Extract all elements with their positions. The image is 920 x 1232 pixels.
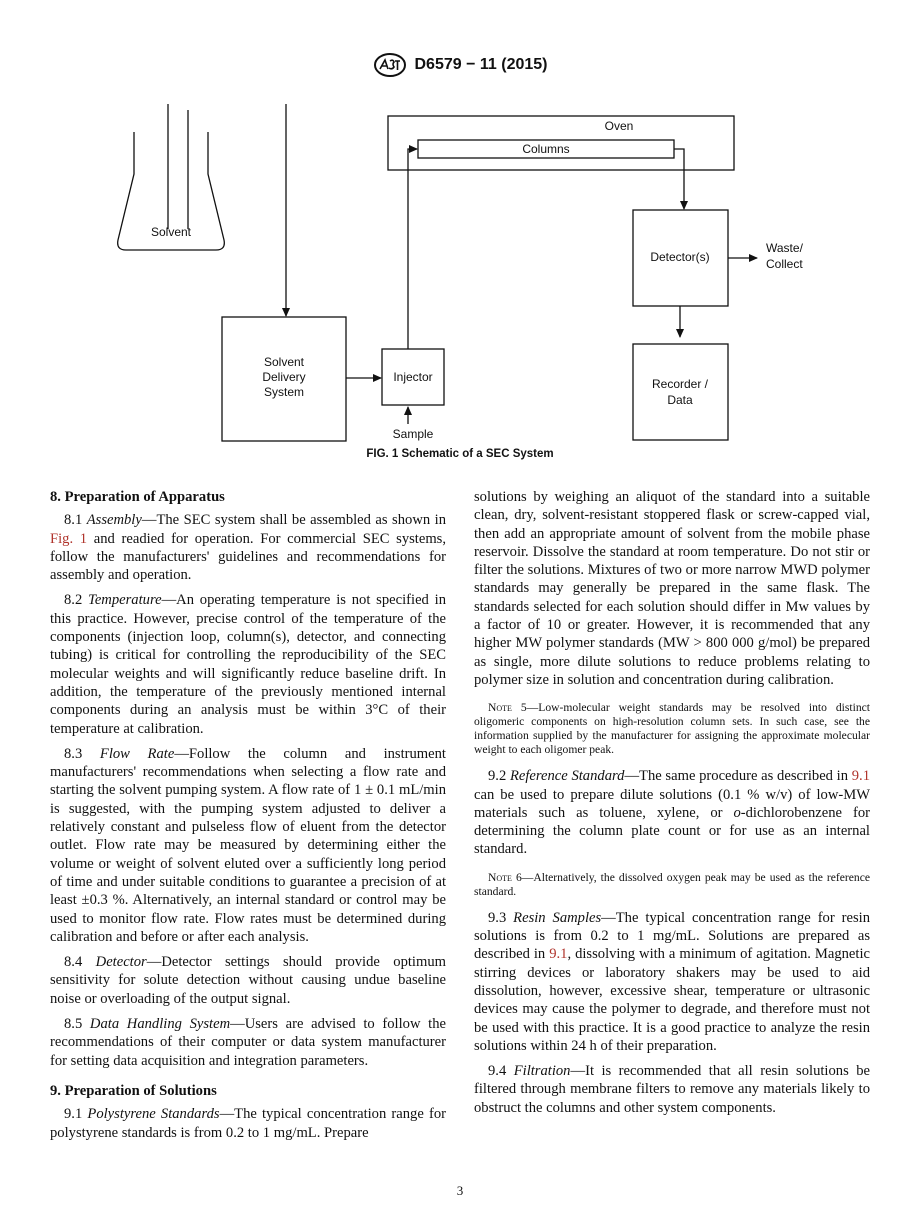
fig-1-link[interactable]: Fig. 1 <box>50 530 88 547</box>
sds-label-3: System <box>264 385 304 399</box>
injector-label: Injector <box>393 370 432 384</box>
right-column: solutions by weighing an aliquot of the … <box>474 488 870 1124</box>
sds-label-2: Delivery <box>262 370 305 384</box>
para-8-2: 8.2 Temperature—An operating temperature… <box>50 592 446 737</box>
para-9-1-continued: solutions by weighing an aliquot of the … <box>474 489 870 688</box>
recorder-label-1: Recorder / <box>652 377 709 391</box>
waste-label: Waste/ <box>766 241 804 255</box>
para-9-3: 9.3 Resin Samples—The typical concentrat… <box>474 909 871 1054</box>
para-8-5: 8.5 Data Handling System—Users are advis… <box>50 1016 446 1069</box>
detector-label: Detector(s) <box>650 250 709 264</box>
recorder-box <box>632 343 729 441</box>
recorder-label-2: Data <box>667 393 693 407</box>
sds-label-1: Solvent <box>264 355 305 369</box>
solvent-line <box>167 104 290 317</box>
note-6: Note 6—Alternatively, the dissolved oxyg… <box>474 870 870 898</box>
left-column: 8. Preparation of Apparatus 8.1 Assembly… <box>50 488 446 1149</box>
columns-to-detector-line <box>674 148 688 210</box>
collect-label: Collect <box>766 257 803 271</box>
para-8-1: 8.1 Assembly—The SEC system shall be ass… <box>50 512 447 584</box>
injector-to-columns-line <box>407 145 418 349</box>
sec-system-schematic: Oven Columns Solvent Solvent Delivery Sy… <box>117 104 804 442</box>
oven-box <box>387 115 735 171</box>
document-header: D6579 − 11 (2015) <box>0 52 920 83</box>
solvent-delivery-box <box>221 316 347 442</box>
columns-label: Columns <box>522 142 569 156</box>
solvent-flask <box>117 132 225 251</box>
figure-caption: FIG. 1 Schematic of a SEC System <box>366 448 554 460</box>
para-8-3: 8.3 Flow Rate—Follow the column and inst… <box>50 745 446 945</box>
astm-logo-icon <box>373 53 406 77</box>
injector-box <box>381 348 445 406</box>
ref-9-1-link-2[interactable]: 9.1 <box>549 946 568 963</box>
para-8-4: 8.4 Detector—Detector settings should pr… <box>50 954 446 1007</box>
section-8-heading: 8. Preparation of Apparatus <box>50 489 225 505</box>
page-number: 3 <box>456 1183 464 1198</box>
para-9-4: 9.4 Filtration—It is recommended that al… <box>474 1063 871 1116</box>
para-9-2: 9.2 Reference Standard—The same procedur… <box>474 768 870 858</box>
oven-label: Oven <box>605 119 634 133</box>
ref-9-1-link[interactable]: 9.1 <box>851 768 870 785</box>
sample-label: Sample <box>393 427 434 441</box>
document-id: D6579 − 11 (2015) <box>414 56 548 73</box>
para-9-1: 9.1 Polystyrene Standards—The typical co… <box>50 1106 447 1141</box>
note-5: Note 5—Low-molecular weight standards ma… <box>474 701 871 757</box>
section-9-heading: 9. Preparation of Solutions <box>50 1082 217 1099</box>
solvent-label: Solvent <box>151 225 192 239</box>
